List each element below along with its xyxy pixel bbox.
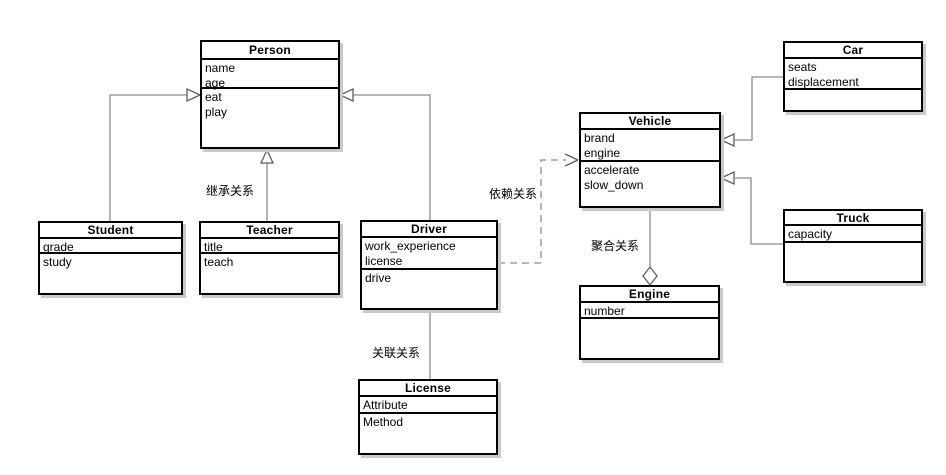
class-driver-attributes: work_experience license [360, 238, 498, 270]
class-engine-attributes: number [579, 303, 720, 319]
edge-label-aggregation: 聚合关系 [591, 239, 640, 253]
class-car-attributes: seats displacement [783, 59, 923, 90]
class-person-attributes: name age [200, 60, 340, 90]
edge-student-person [109, 87, 202, 221]
method-item: slow_down [584, 178, 644, 192]
edge-label-inheritance: 继承关系 [206, 184, 255, 198]
attribute-item: number [584, 304, 625, 318]
class-license: License Attribute Method [358, 379, 498, 455]
method-item: eat [205, 90, 222, 104]
method-item: teach [204, 255, 234, 269]
edge-teacher-person [259, 148, 275, 221]
method-item: Method [363, 415, 404, 429]
class-engine-methods [579, 319, 720, 360]
attribute-item: seats [788, 60, 817, 74]
class-vehicle-attributes: brand engine [579, 130, 721, 162]
attribute-item: age [205, 76, 226, 90]
class-student: Student grade study [38, 221, 183, 295]
attribute-item: license [365, 254, 403, 268]
edge-label-association: 关联关系 [372, 346, 421, 360]
class-car-methods [783, 90, 923, 112]
class-name: Car [783, 41, 923, 59]
method-item: accelerate [584, 163, 640, 177]
class-teacher: Teacher title teach [199, 221, 340, 295]
class-vehicle: Vehicle brand engine accelerate slow_dow… [579, 112, 721, 208]
attribute-item: displacement [788, 75, 859, 89]
attribute-item: grade [43, 240, 74, 254]
attribute-item: brand [584, 131, 615, 145]
attribute-item: title [204, 240, 223, 254]
edge-label-dependency: 依赖关系 [489, 187, 538, 201]
attribute-item: capacity [788, 227, 833, 241]
attribute-item: name [205, 61, 236, 75]
aggregation-diamond-icon [642, 265, 658, 287]
attribute-item: engine [584, 146, 621, 160]
edge-car-vehicle [719, 76, 783, 148]
class-truck-attributes: capacity [783, 226, 923, 243]
inheritance-arrowhead-icon [259, 148, 275, 164]
class-driver: Driver work_experience license drive [360, 220, 498, 310]
attribute-item: work_experience [365, 239, 456, 253]
method-item: play [205, 105, 228, 119]
class-name: Driver [360, 220, 498, 238]
class-person: Person name age eat play [200, 40, 340, 149]
class-name: Engine [579, 285, 720, 303]
inheritance-arrowhead-icon [186, 87, 202, 103]
class-student-attributes: grade [38, 239, 183, 254]
edge-driver-vehicle [498, 153, 579, 264]
class-student-methods: study [38, 254, 183, 295]
class-license-methods: Method [358, 414, 498, 455]
method-item: drive [365, 271, 392, 285]
dependency-arrowhead-icon [564, 153, 579, 167]
class-truck: Truck capacity [783, 209, 923, 283]
class-name: Truck [783, 209, 923, 226]
class-vehicle-methods: accelerate slow_down [579, 162, 721, 208]
class-person-methods: eat play [200, 89, 340, 149]
class-truck-methods [783, 243, 923, 283]
class-license-attributes: Attribute [358, 397, 498, 414]
class-driver-methods: drive [360, 270, 498, 310]
method-item: study [43, 255, 72, 269]
attribute-item: Attribute [363, 398, 408, 412]
inheritance-arrowhead-icon [719, 170, 735, 186]
edge-driver-person [338, 87, 431, 220]
class-engine: Engine number [579, 285, 720, 360]
class-name: License [358, 379, 498, 397]
class-name: Person [200, 40, 340, 60]
class-name: Vehicle [579, 112, 721, 130]
class-car: Car seats displacement [783, 41, 923, 112]
class-teacher-methods: teach [199, 254, 340, 295]
class-teacher-attributes: title [199, 239, 340, 254]
inheritance-arrowhead-icon [719, 132, 735, 148]
class-name: Student [38, 221, 183, 239]
inheritance-arrowhead-icon [338, 87, 354, 103]
edge-truck-vehicle [719, 170, 783, 245]
edge-vehicle-engine [642, 208, 658, 287]
class-name: Teacher [199, 221, 340, 239]
